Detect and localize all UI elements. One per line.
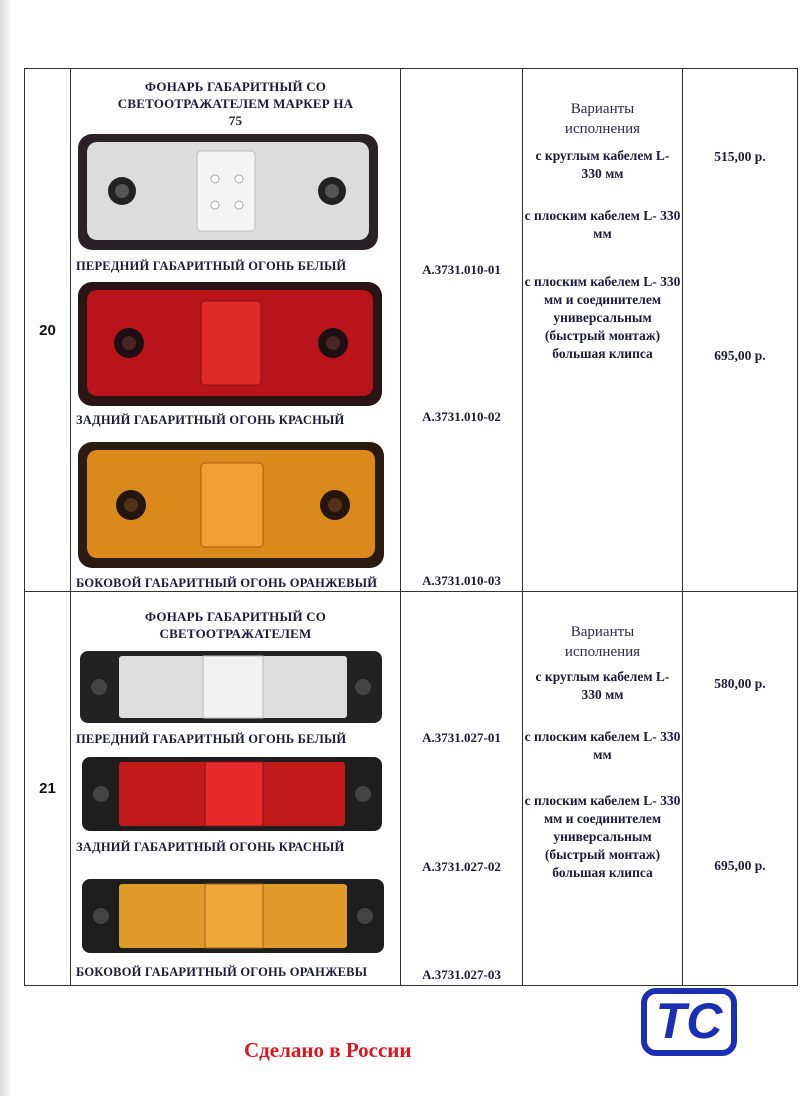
- lamp-image-red: [78, 282, 382, 406]
- product-title: ФОНАРЬ ГАБАРИТНЫЙ СО СВЕТООТРАЖАТЕЛЕМ: [144, 609, 327, 641]
- lamp-label: БОКОВОЙ ГАБАРИТНЫЙ ОГОНЬ ОРАНЖЕВЫ: [76, 965, 368, 979]
- article-number: А.3731.027-01: [422, 730, 501, 745]
- page-edge-shadow: [0, 0, 12, 1096]
- product-title: ФОНАРЬ ГАБАРИТНЫЙ СО СВЕТООТРАЖАТЕЛЕМ МА…: [117, 79, 354, 128]
- row-number: 21: [24, 591, 71, 986]
- variants-heading: Варианты исполнения: [564, 624, 641, 660]
- article-cell: А.3731.027-01 А.3731.027-02 А.3731.027-0…: [400, 591, 523, 986]
- variant-option: с плоским кабелем L- 330 мм и соединител…: [524, 793, 681, 880]
- lamp-image-orange: [82, 879, 384, 953]
- variants-cell: Варианты исполнения с круглым кабелем L-…: [522, 68, 683, 592]
- table-row: 20 ФОНАРЬ ГАБАРИТНЫЙ СО СВЕТООТРАЖАТЕЛЕМ…: [24, 68, 798, 592]
- price: 695,00 р.: [714, 858, 766, 873]
- variants-cell: Варианты исполнения с круглым кабелем L-…: [522, 591, 683, 986]
- price: 580,00 р.: [714, 676, 766, 691]
- table-row: 21 ФОНАРЬ ГАБАРИТНЫЙ СО СВЕТООТРАЖАТЕЛЕМ…: [24, 591, 798, 986]
- product-cell: ФОНАРЬ ГАБАРИТНЫЙ СО СВЕТООТРАЖАТЕЛЕМ ПЕ…: [70, 591, 401, 986]
- variant-option: с круглым кабелем L- 330 мм: [535, 148, 670, 181]
- lamp-image-orange: [78, 442, 384, 568]
- price: 695,00 р.: [714, 348, 766, 363]
- variants-heading: Варианты исполнения: [564, 101, 641, 137]
- price-cell: 515,00 р. 695,00 р.: [682, 68, 798, 592]
- logo-text: TC: [656, 993, 724, 1049]
- product-cell: ФОНАРЬ ГАБАРИТНЫЙ СО СВЕТООТРАЖАТЕЛЕМ МА…: [70, 68, 401, 592]
- catalog-table: 20 ФОНАРЬ ГАБАРИТНЫЙ СО СВЕТООТРАЖАТЕЛЕМ…: [24, 68, 798, 986]
- variant-option: с плоским кабелем L- 330 мм: [524, 729, 681, 762]
- lamp-label: БОКОВОЙ ГАБАРИТНЫЙ ОГОНЬ ОРАНЖЕВЫЙ: [76, 576, 378, 590]
- price: 515,00 р.: [714, 149, 766, 164]
- made-in-russia-text: Сделано в России: [244, 1038, 412, 1062]
- price-cell: 580,00 р. 695,00 р.: [682, 591, 798, 986]
- lamp-image-white: [80, 651, 382, 723]
- lamp-label: ПЕРЕДНИЙ ГАБАРИТНЫЙ ОГОНЬ БЕЛЫЙ: [76, 732, 347, 746]
- article-number: А.3731.010-03: [422, 573, 501, 588]
- variant-option: с круглым кабелем L- 330 мм: [535, 669, 670, 702]
- article-number: А.3731.027-03: [422, 967, 501, 982]
- variant-option: с плоским кабелем L- 330 мм: [524, 208, 681, 241]
- article-cell: А.3731.010-01 А.3731.010-02 А.3731.010-0…: [400, 68, 523, 592]
- logo-frame: [641, 988, 737, 1056]
- lamp-label: ЗАДНИЙ ГАБАРИТНЫЙ ОГОНЬ КРАСНЫЙ: [76, 413, 345, 427]
- row-number: 20: [24, 68, 71, 592]
- lamp-label: ПЕРЕДНИЙ ГАБАРИТНЫЙ ОГОНЬ БЕЛЫЙ: [76, 259, 347, 273]
- article-number: А.3731.027-02: [422, 859, 501, 874]
- article-number: А.3731.010-02: [422, 409, 501, 424]
- article-number: А.3731.010-01: [422, 262, 501, 277]
- company-logo: TC: [641, 988, 737, 1056]
- lamp-image-red: [82, 757, 382, 831]
- variant-option: с плоским кабелем L- 330 мм и соединител…: [524, 274, 681, 361]
- lamp-label: ЗАДНИЙ ГАБАРИТНЫЙ ОГОНЬ КРАСНЫЙ: [76, 840, 345, 854]
- lamp-image-white: [78, 134, 378, 250]
